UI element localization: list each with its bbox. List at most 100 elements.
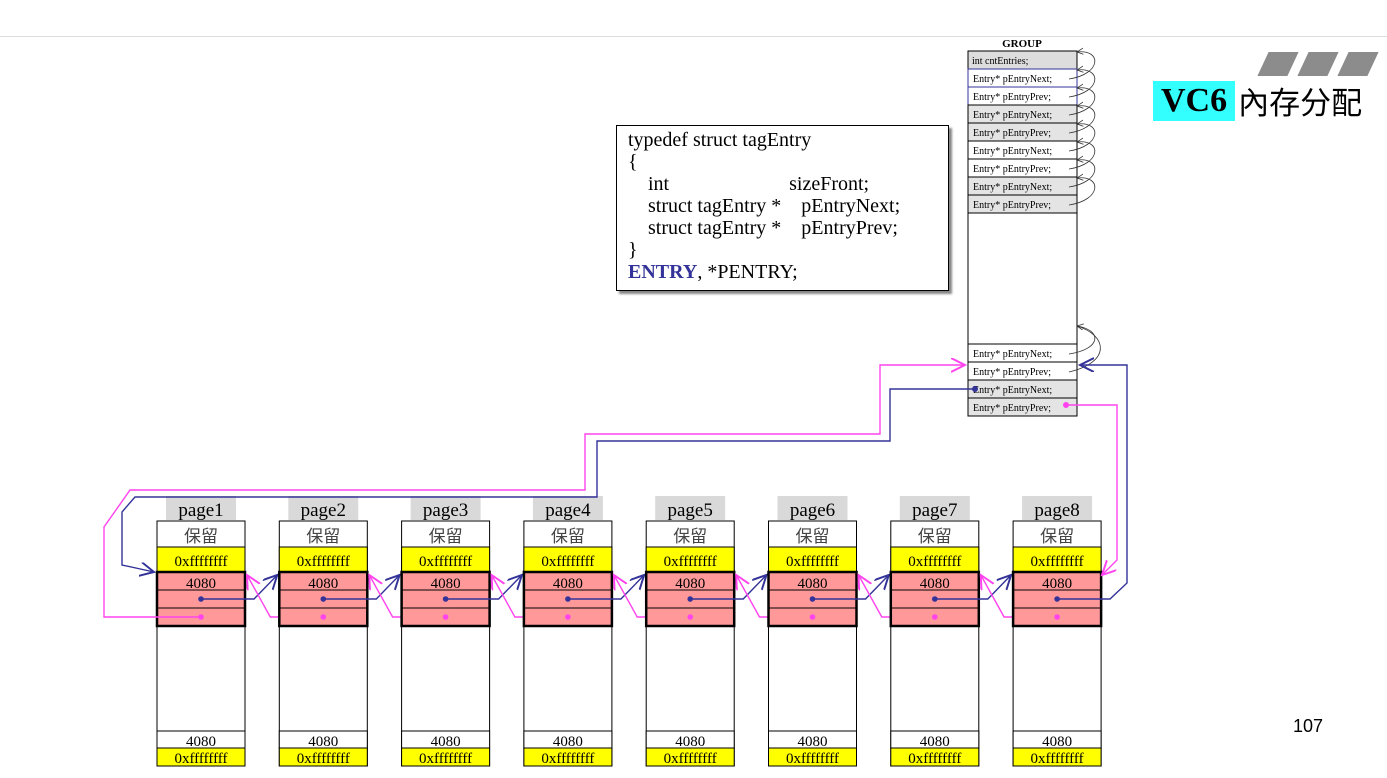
self-link-arrow [1068, 88, 1096, 116]
sentinel-text: 0xffffffff [541, 554, 594, 570]
page1-prev-to-group-arrow [103, 365, 965, 618]
reserved-cell: 保留 [673, 527, 707, 546]
prev-pointer-dot [932, 614, 938, 620]
page-label: page7 [912, 500, 957, 521]
self-link-arrow [1068, 160, 1096, 188]
group-entry-text: Entry* pEntryPrev; [973, 367, 1051, 378]
group-header-text: int cntEntries; [972, 56, 1029, 67]
self-link-arrow [1068, 106, 1096, 134]
code-line: { [628, 151, 638, 173]
page-label: page8 [1034, 500, 1079, 521]
group-entry-text: Entry* pEntryPrev; [973, 92, 1051, 103]
self-link-arrow [1068, 70, 1096, 98]
page-number: 107 [1293, 716, 1324, 736]
sentinel-cell [401, 546, 491, 573]
size-front-text: 4080 [1042, 576, 1072, 592]
next-link-arrow [934, 575, 1011, 600]
page-label-bg [1022, 496, 1093, 520]
reserved-cell: 保留 [306, 527, 340, 546]
group-entry-text: Entry* pEntryNext; [973, 385, 1052, 396]
code-line: struct tagEntry * pEntryNext; [628, 195, 901, 217]
sentinel-cell [890, 546, 980, 573]
sentinel-cell [401, 747, 491, 767]
sentinel-text: 0xffffffff [419, 554, 472, 570]
group-entry-text: Entry* pEntryNext; [973, 110, 1052, 121]
page8-next-to-group-arrow [1056, 365, 1128, 600]
group-next-to-page1-arrow [121, 388, 975, 572]
group-next-dot [972, 386, 978, 392]
next-link-arrow [445, 575, 522, 600]
size-back-text: 4080 [798, 734, 828, 750]
page-label-bg [288, 496, 359, 520]
code-keyword: ENTRY [628, 261, 698, 283]
size-front-text: 4080 [553, 576, 583, 592]
group-entry-text: Entry* pEntryPrev; [973, 200, 1051, 211]
sentinel-cell [523, 546, 613, 573]
page-label-bg [166, 496, 236, 520]
prev-pointer-dot [687, 614, 693, 620]
reserved-cell: 保留 [429, 527, 463, 546]
page-label-bg [899, 496, 970, 520]
next-link-arrow [201, 575, 277, 600]
group-entry-text: Entry* pEntryNext; [973, 349, 1052, 360]
sentinel-text: 0xffffffff [908, 751, 961, 767]
sentinel-cell [156, 747, 246, 767]
group-entry-row [967, 194, 1078, 214]
prev-pointer-dot [198, 614, 204, 620]
sentinel-text: 0xffffffff [297, 554, 350, 570]
group-entry-text: Entry* pEntryNext; [973, 74, 1052, 85]
page-label: page5 [668, 500, 713, 521]
size-front-text: 4080 [675, 576, 705, 592]
self-link-arrow [1068, 178, 1096, 206]
prev-pointer-dot [1054, 614, 1060, 620]
code-line: int sizeFront; [628, 173, 870, 195]
code-line: ENTRY, *PENTRY; [628, 261, 948, 283]
page-label: page3 [423, 500, 468, 521]
size-back-text: 4080 [431, 734, 461, 750]
group-entry-text: Entry* pEntryPrev; [973, 164, 1051, 175]
group-prev-to-page8-arrow [1066, 404, 1118, 575]
sentinel-text: 0xffffffff [786, 554, 839, 570]
title-text: 內存分配 [1238, 86, 1363, 122]
prev-pointer-dot [320, 614, 327, 620]
page-label: page2 [301, 500, 346, 521]
sentinel-cell [768, 747, 857, 767]
sentinel-cell [523, 747, 613, 767]
code-box: typedef struct tagEntry{ int sizeFront; … [616, 125, 949, 291]
group-entry-text: Entry* pEntryNext; [973, 146, 1052, 157]
code-line: } [628, 239, 638, 261]
size-back-text: 4080 [1042, 734, 1072, 750]
code-text: , *PENTRY; [697, 261, 798, 283]
sentinel-text: 0xffffffff [908, 554, 961, 570]
page-label: page1 [178, 500, 223, 521]
size-back-text: 4080 [186, 734, 216, 750]
next-link-arrow [567, 575, 644, 600]
group-entry-row [967, 397, 1078, 417]
sentinel-text: 0xffffffff [1031, 751, 1084, 767]
size-back-text: 4080 [308, 734, 338, 750]
page-label: page6 [790, 500, 835, 521]
top-divider [0, 36, 1387, 37]
self-link-arrow [1068, 142, 1096, 170]
reserved-cell: 保留 [918, 527, 952, 546]
sentinel-cell [1012, 747, 1102, 767]
page-label-bg [410, 496, 481, 520]
sentinel-text: 0xffffffff [174, 554, 227, 570]
sentinel-text: 0xffffffff [419, 751, 472, 767]
code-line: struct tagEntry * pEntryPrev; [628, 217, 898, 239]
group-entry-text: Entry* pEntryPrev; [973, 403, 1051, 414]
sentinel-cell [278, 546, 368, 573]
sentinel-text: 0xffffffff [786, 751, 839, 767]
size-back-text: 4080 [675, 734, 705, 750]
sentinel-text: 0xffffffff [174, 751, 227, 767]
page-label-bg [655, 496, 726, 520]
sentinel-text: 0xffffffff [1031, 554, 1084, 570]
reserved-cell: 保留 [184, 527, 218, 546]
reserved-cell: 保留 [1040, 527, 1074, 546]
sentinel-text: 0xffffffff [664, 554, 717, 570]
size-front-text: 4080 [798, 576, 828, 592]
size-front-text: 4080 [431, 576, 461, 592]
sentinel-text: 0xffffffff [297, 751, 350, 767]
self-link-arrow [1068, 52, 1096, 80]
